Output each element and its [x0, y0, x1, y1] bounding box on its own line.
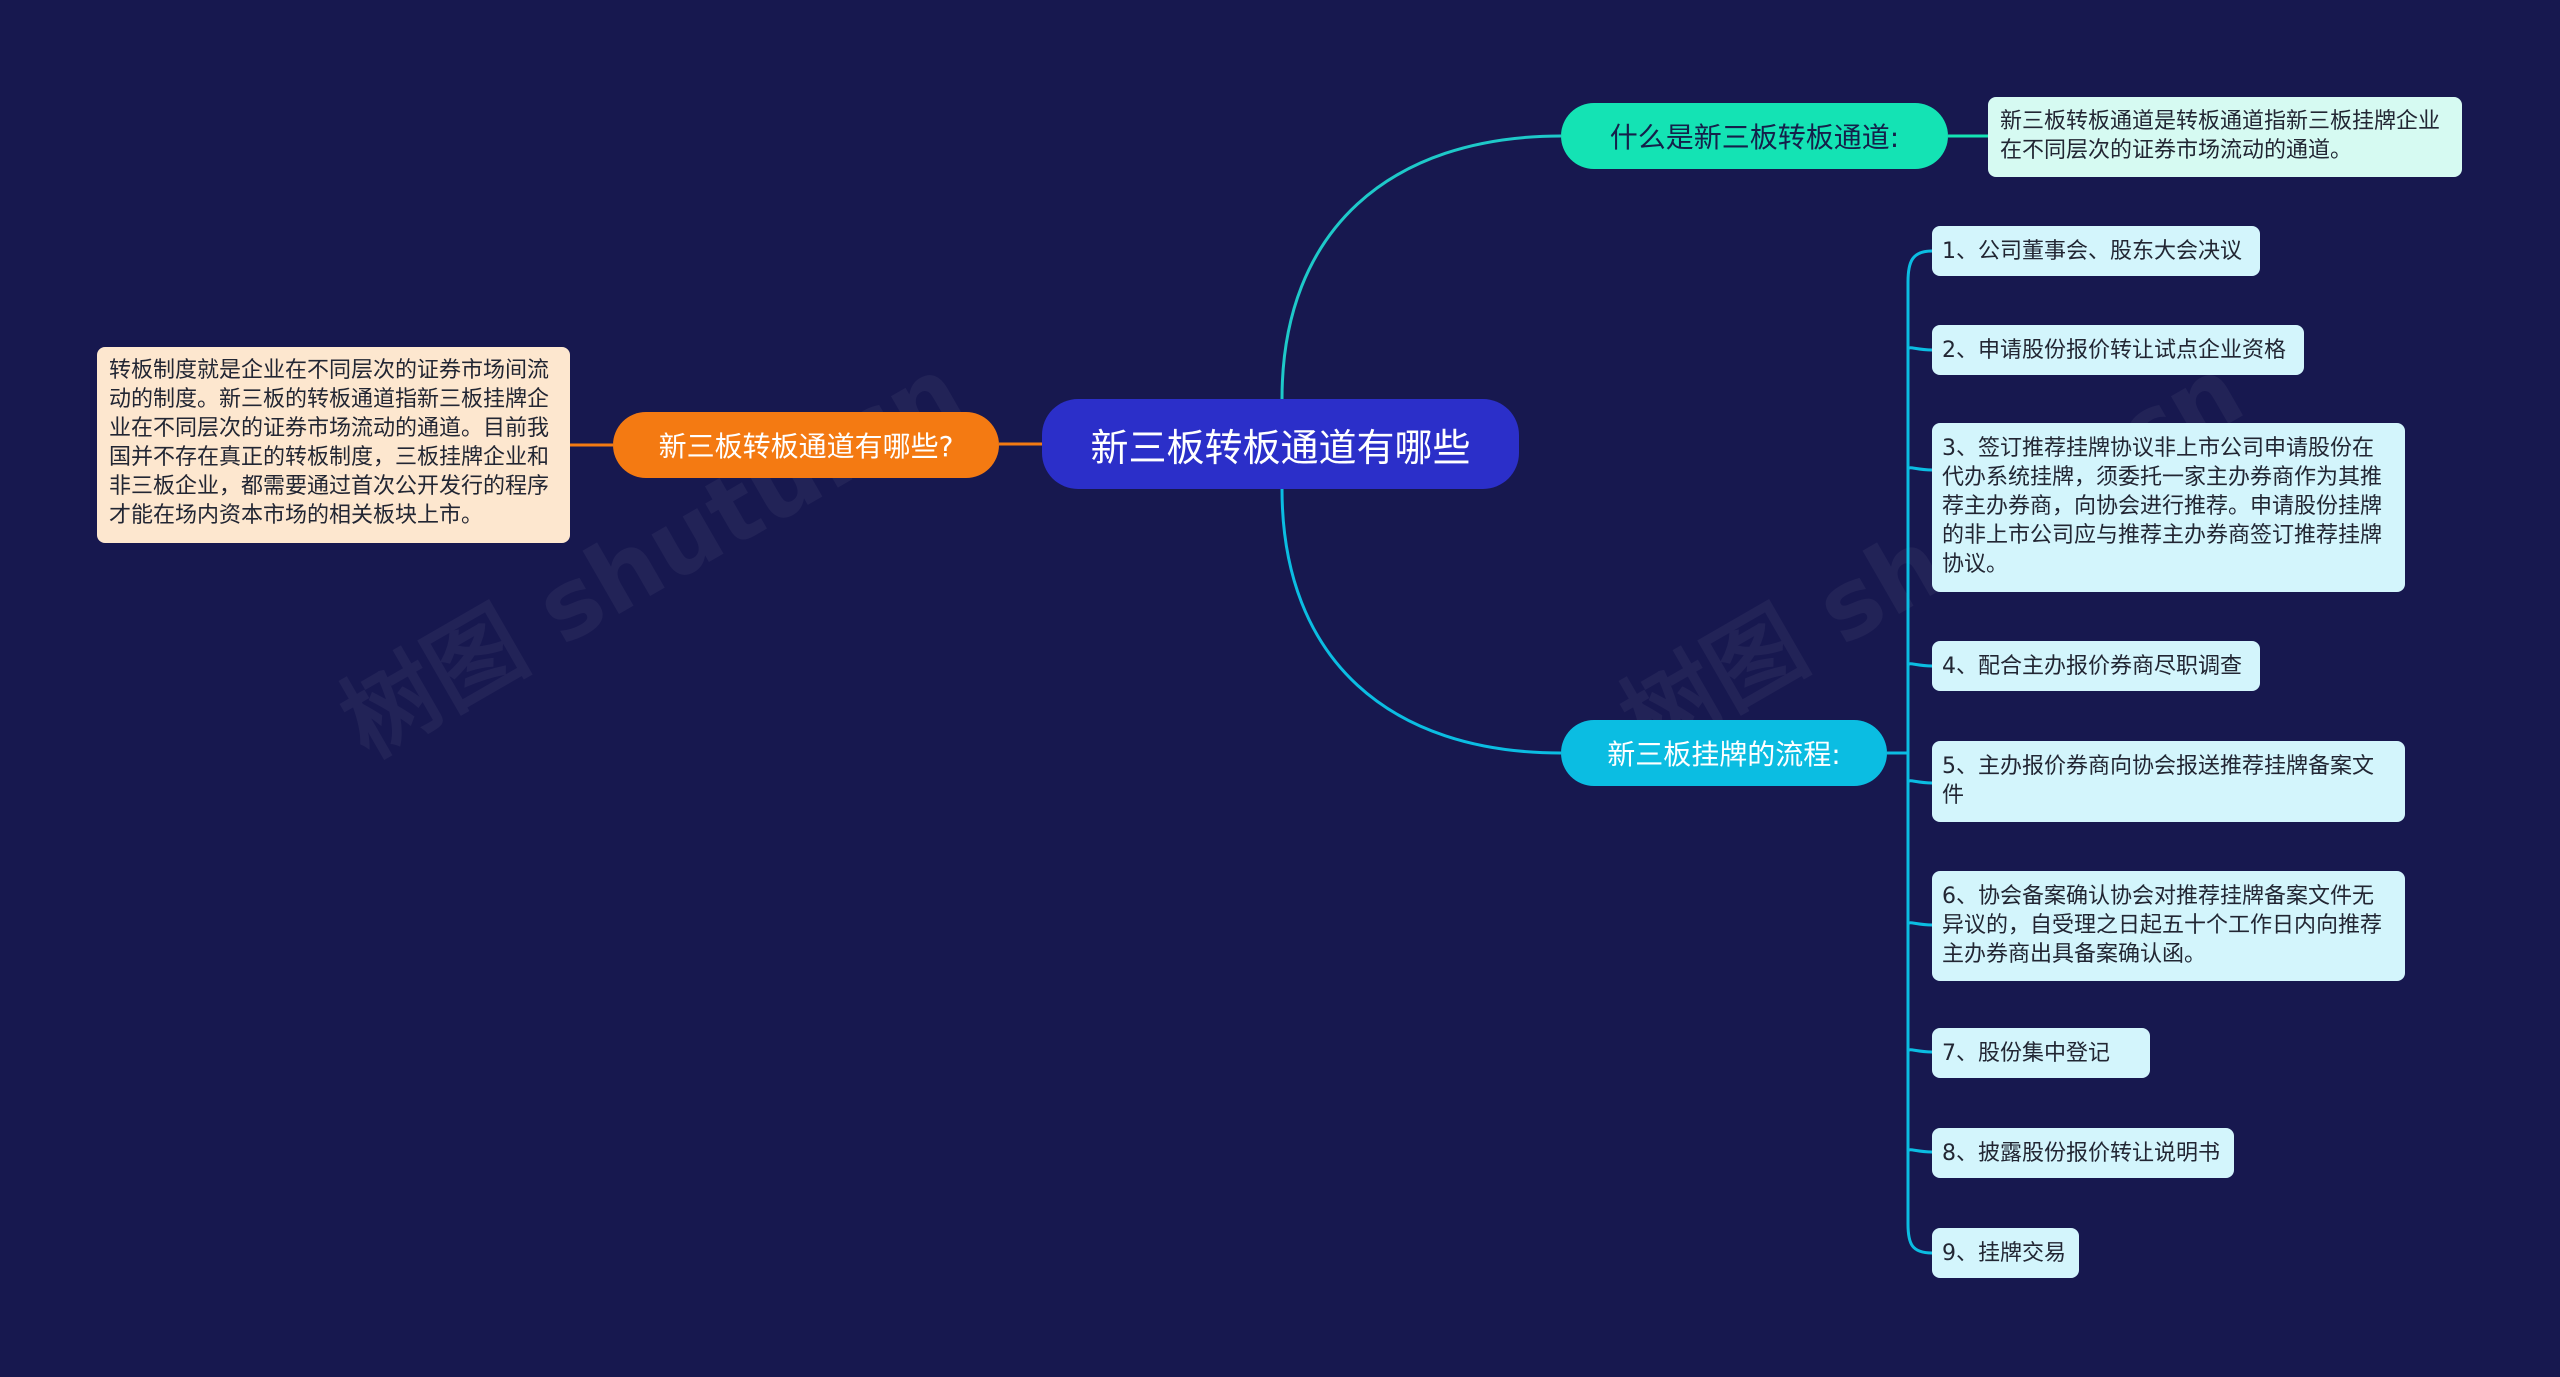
- step-9-text: 9、挂牌交易: [1942, 1241, 2066, 1266]
- branch-left-detail-text: 转板制度就是企业在不同层次的证券市场间流动的制度。新三板的转板通道指新三板挂牌企…: [109, 358, 550, 528]
- branch-right-top[interactable]: 什么是新三板转板通道:: [1561, 103, 1948, 169]
- step-5-text: 5、主办报价券商向协会报送推荐挂牌备案文件: [1942, 754, 2374, 808]
- branch-right-top-detail[interactable]: 新三板转板通道是转板通道指新三板挂牌企业在不同层次的证券市场流动的通道。: [1988, 97, 2462, 177]
- step-4[interactable]: 4、配合主办报价券商尽职调查: [1932, 641, 2260, 691]
- branch-right-bottom-label: 新三板挂牌的流程:: [1607, 738, 1841, 771]
- step-8[interactable]: 8、披露股份报价转让说明书: [1932, 1128, 2234, 1178]
- step-9[interactable]: 9、挂牌交易: [1932, 1228, 2079, 1278]
- step-6-text: 6、协会备案确认协会对推荐挂牌备案文件无异议的，自受理之日起五十个工作日内向推荐…: [1942, 884, 2383, 967]
- branch-right-top-label: 什么是新三板转板通道:: [1609, 121, 1900, 154]
- step-7-text: 7、股份集中登记: [1942, 1041, 2110, 1066]
- step-6[interactable]: 6、协会备案确认协会对推荐挂牌备案文件无异议的，自受理之日起五十个工作日内向推荐…: [1932, 871, 2405, 981]
- central-topic[interactable]: 新三板转板通道有哪些: [1042, 399, 1519, 489]
- branch-left[interactable]: 新三板转板通道有哪些?: [613, 412, 999, 478]
- step-8-text: 8、披露股份报价转让说明书: [1942, 1141, 2220, 1166]
- branch-left-label: 新三板转板通道有哪些?: [658, 430, 954, 463]
- branch-left-detail[interactable]: 转板制度就是企业在不同层次的证券市场间流动的制度。新三板的转板通道指新三板挂牌企…: [97, 347, 570, 543]
- step-5[interactable]: 5、主办报价券商向协会报送推荐挂牌备案文件: [1932, 741, 2405, 822]
- step-3[interactable]: 3、签订推荐挂牌协议非上市公司申请股份在代办系统挂牌，须委托一家主办券商作为其推…: [1932, 423, 2405, 592]
- step-1[interactable]: 1、公司董事会、股东大会决议: [1932, 226, 2260, 276]
- step-3-text: 3、签订推荐挂牌协议非上市公司申请股份在代办系统挂牌，须委托一家主办券商作为其推…: [1942, 436, 2383, 577]
- branch-right-top-detail-text: 新三板转板通道是转板通道指新三板挂牌企业在不同层次的证券市场流动的通道。: [2000, 109, 2441, 163]
- central-topic-label: 新三板转板通道有哪些: [1090, 425, 1471, 470]
- step-1-text: 1、公司董事会、股东大会决议: [1942, 239, 2242, 264]
- branch-right-bottom[interactable]: 新三板挂牌的流程:: [1561, 720, 1887, 786]
- step-7[interactable]: 7、股份集中登记: [1932, 1028, 2150, 1078]
- step-2[interactable]: 2、申请股份报价转让试点企业资格: [1932, 325, 2304, 375]
- step-4-text: 4、配合主办报价券商尽职调查: [1942, 654, 2242, 679]
- step-2-text: 2、申请股份报价转让试点企业资格: [1942, 338, 2286, 363]
